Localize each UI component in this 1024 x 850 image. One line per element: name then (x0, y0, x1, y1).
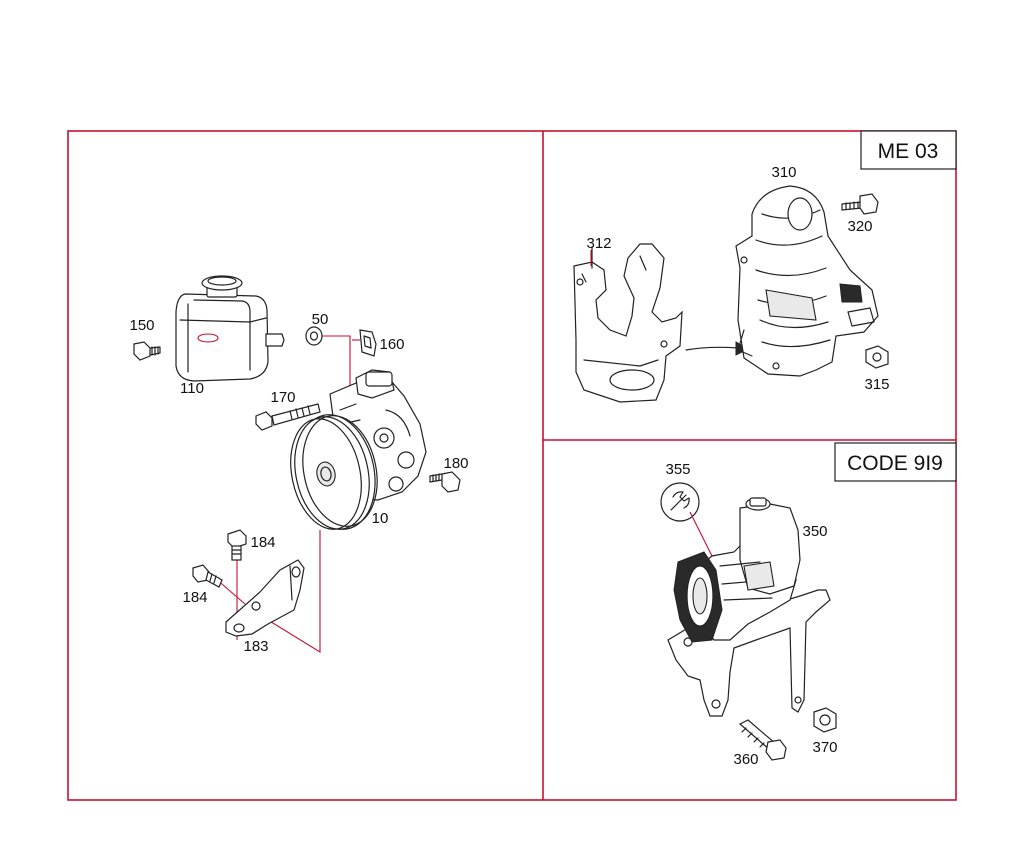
code-tag-text: CODE 9I9 (847, 452, 943, 475)
label-170: 170 (270, 389, 295, 406)
label-355: 355 (665, 461, 690, 478)
nut-370 (813, 707, 837, 733)
code-tag: CODE 9I9 (834, 442, 957, 482)
wrench-icon (660, 482, 715, 561)
label-320: 320 (847, 218, 872, 235)
washer-50 (305, 326, 323, 346)
pump-10 (290, 369, 427, 530)
label-160: 160 (379, 336, 404, 353)
label-184-upper: 184 (250, 534, 275, 551)
label-310: 310 (771, 164, 796, 181)
pump-350 (667, 497, 831, 717)
bolt-184-upper (227, 529, 247, 561)
bolt-180 (429, 471, 461, 493)
nut-315 (865, 345, 889, 369)
label-315: 315 (864, 376, 889, 393)
label-10: 10 (372, 510, 389, 527)
bolt-360 (738, 719, 787, 761)
label-184-lower: 184 (182, 589, 207, 606)
pump-310 (735, 185, 879, 377)
label-183: 183 (243, 638, 268, 655)
me03-tag-text: ME 03 (878, 140, 939, 163)
bolt-184-lower (192, 564, 223, 588)
clip-160 (359, 329, 377, 357)
bolt-170 (255, 403, 321, 431)
label-180: 180 (443, 455, 468, 472)
me03-tag: ME 03 (860, 130, 957, 170)
label-360: 360 (733, 751, 758, 768)
label-150: 150 (129, 317, 154, 334)
label-110: 110 (180, 380, 204, 397)
bolt-320 (841, 193, 879, 215)
bracket-312 (573, 243, 683, 403)
label-312: 312 (586, 235, 611, 252)
label-350: 350 (802, 523, 827, 540)
reservoir-110 (175, 275, 285, 382)
label-370: 370 (812, 739, 837, 756)
bolt-150 (133, 341, 161, 361)
bracket-183 (225, 559, 305, 637)
label-50: 50 (312, 311, 329, 328)
